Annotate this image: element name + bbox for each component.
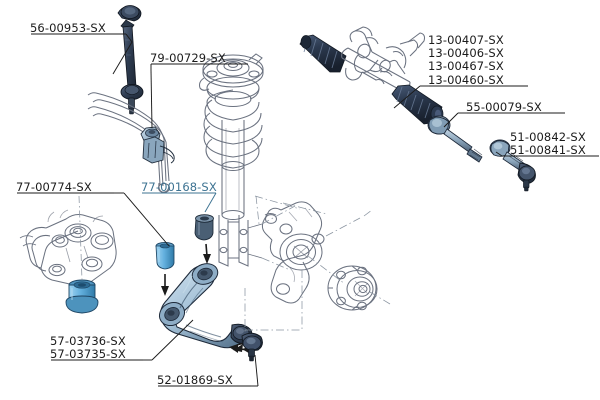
steering-rack-assembly-part bbox=[299, 26, 444, 125]
label-line: 77-00774-SX bbox=[16, 180, 92, 194]
lower-ball-joint-part bbox=[229, 332, 263, 362]
label-line: 51-00842-SX bbox=[510, 130, 586, 144]
stabilizer-bar-bushing-clamp-label: 79-00729-SX bbox=[150, 51, 226, 65]
control-arm-rear-bushing-arrow bbox=[203, 243, 211, 264]
label-line: 52-01869-SX bbox=[157, 373, 233, 387]
label-line: 56-00953-SX bbox=[30, 21, 106, 35]
ball-joint-label: 52-01869-SX bbox=[157, 373, 233, 387]
label-line: 79-00729-SX bbox=[150, 51, 226, 65]
subframe-bushing-centerline bbox=[78, 195, 83, 281]
label-line: 77-00168-SX bbox=[141, 180, 217, 194]
steering-knuckle-part bbox=[261, 201, 325, 304]
inner-tie-rod-part bbox=[427, 115, 483, 163]
leader-lines bbox=[17, 33, 599, 387]
control-arm-front-bushing-part bbox=[155, 241, 175, 270]
label-line: 13-00460-SX bbox=[428, 72, 504, 87]
label-line: 13-00406-SX bbox=[428, 46, 504, 61]
label-line: 13-00467-SX bbox=[428, 59, 504, 74]
subframe-bracket-part bbox=[19, 209, 117, 287]
control-arm-front-bushing-arrow bbox=[161, 274, 169, 296]
wheel-hub-bearing-part bbox=[327, 265, 378, 311]
strut-coil-spring-assembly-part bbox=[198, 53, 264, 267]
outer-tie-rod-end-label: 51-00842-SX 51-00841-SX bbox=[510, 130, 586, 158]
subframe-bushing-label: 77-00774-SX bbox=[16, 180, 92, 194]
label-line: 51-00841-SX bbox=[510, 143, 586, 158]
stabilizer-bar-link-part bbox=[117, 5, 144, 115]
label-line: 57-03736-SX bbox=[50, 334, 126, 348]
stabilizer-bar-bushing-clamp-part bbox=[140, 126, 175, 164]
label-line: 55-00079-SX bbox=[466, 100, 542, 114]
steering-rack-label: 13-00407-SX 13-00406-SX 13-00467-SX 13-0… bbox=[428, 33, 504, 87]
leader-line-highlighted bbox=[142, 192, 217, 213]
label-line: 57-03735-SX bbox=[50, 347, 126, 362]
outer-tie-rod-end-part bbox=[489, 139, 536, 192]
assembly-centerlines bbox=[244, 195, 391, 332]
control-arm-label: 57-03736-SX 57-03735-SX bbox=[50, 334, 126, 362]
control-arm-rear-bushing-part bbox=[194, 214, 214, 241]
stabilizer-link-label: 56-00953-SX bbox=[30, 21, 106, 35]
label-line: 13-00407-SX bbox=[428, 33, 504, 47]
control-arm-rear-bushing-label: 77-00168-SX bbox=[141, 180, 217, 194]
subframe-bushing-part bbox=[65, 279, 99, 314]
front-lower-control-arm-part bbox=[158, 263, 253, 349]
inner-tie-rod-label: 55-00079-SX bbox=[466, 100, 542, 114]
